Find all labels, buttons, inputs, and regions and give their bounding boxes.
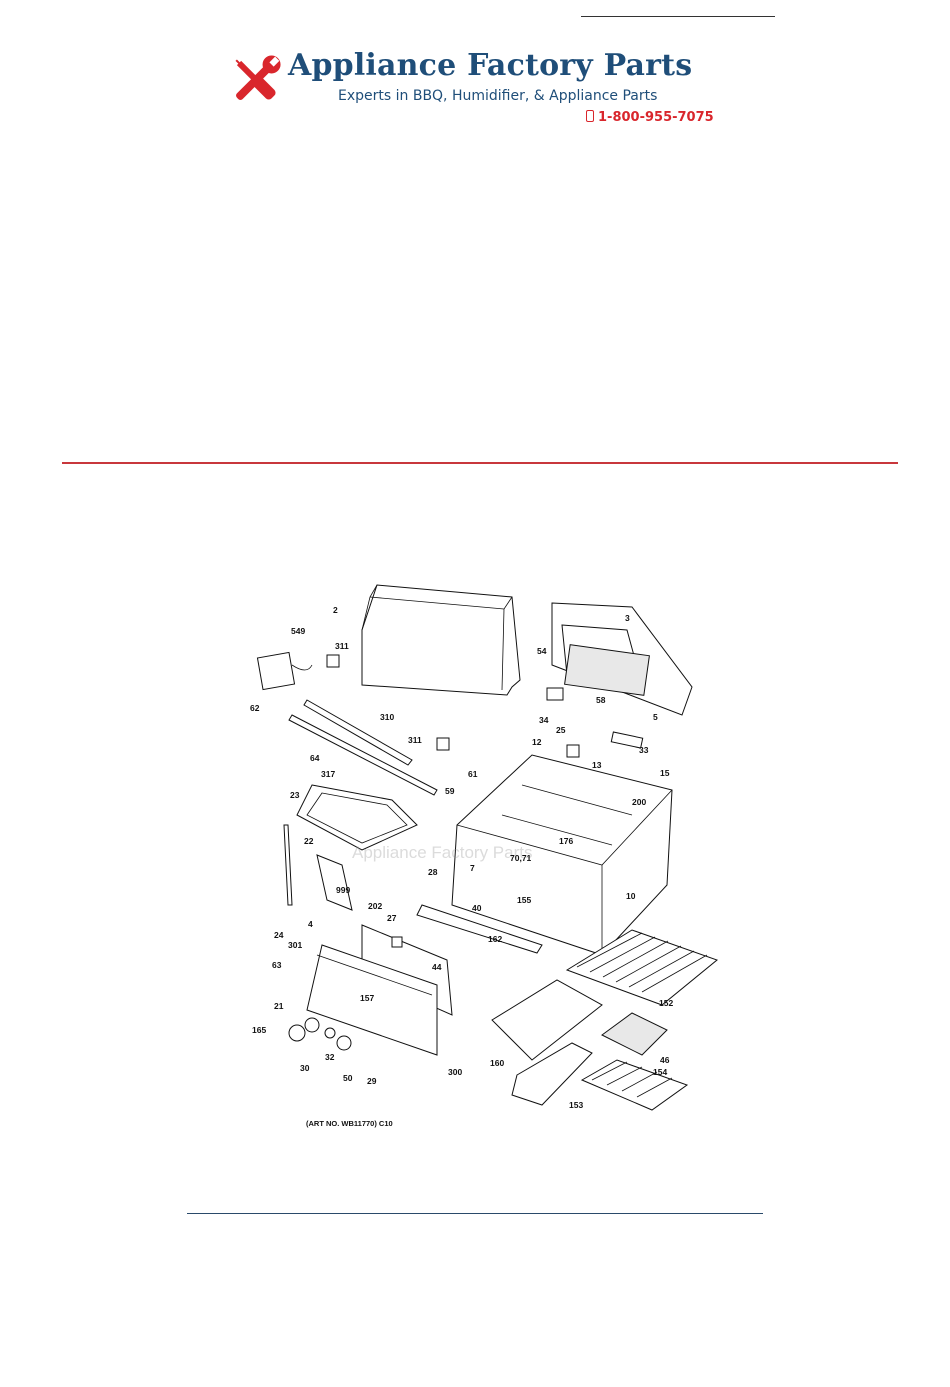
part-label: 999 xyxy=(336,885,350,895)
section-divider xyxy=(62,462,898,464)
part-label: 310 xyxy=(380,712,394,722)
part-label: 300 xyxy=(448,1067,462,1077)
cooking-grate-part xyxy=(565,929,719,1006)
part-label: 23 xyxy=(290,790,300,800)
logo[interactable]: Appliance Factory Parts Experts in BBQ, … xyxy=(226,44,736,134)
drip-pan-part xyxy=(296,784,418,851)
part-label: 30 xyxy=(300,1063,310,1073)
exploded-parts-diagram: Appliance Factory Parts 2 3 549 311 54 5… xyxy=(212,575,734,1135)
bracket-part xyxy=(326,654,340,668)
burner-tube-part xyxy=(416,904,543,954)
part-label: 160 xyxy=(490,1058,504,1068)
briquettes-part xyxy=(601,1012,668,1056)
part-label: 27 xyxy=(387,913,397,923)
heat-shield-part xyxy=(491,979,603,1061)
igniter-rod-part xyxy=(283,824,293,906)
part-label: 40 xyxy=(472,903,482,913)
phone-text: 1-800-955-7075 xyxy=(598,110,714,125)
part-label: 549 xyxy=(291,626,305,636)
tagline: Experts in BBQ, Humidifier, & Appliance … xyxy=(338,88,658,104)
part-label: 28 xyxy=(428,867,438,877)
rotisserie-motor-part xyxy=(256,651,313,691)
part-label: 33 xyxy=(639,745,649,755)
wrench-screwdriver-icon xyxy=(235,55,281,100)
part-label: 154 xyxy=(653,1067,667,1077)
part-label: 153 xyxy=(569,1100,583,1110)
grill-parts-illustration: Appliance Factory Parts 2 3 549 311 54 5… xyxy=(250,584,719,1128)
switch-part xyxy=(566,744,580,758)
part-label: 4 xyxy=(308,919,313,929)
part-label: 7 xyxy=(470,863,475,873)
warming-rack-part xyxy=(580,1059,689,1111)
lid-frame-part xyxy=(551,602,693,716)
part-label: 3 xyxy=(625,613,630,623)
watermark: Appliance Factory Parts xyxy=(352,843,532,862)
control-panel-part xyxy=(306,924,453,1056)
part-label: 311 xyxy=(335,641,349,651)
part-label: 155 xyxy=(517,895,531,905)
part-label: 5 xyxy=(653,712,658,722)
part-label: 70,71 xyxy=(510,853,532,863)
hood-part xyxy=(361,584,521,696)
part-label: 44 xyxy=(432,962,442,972)
valve-part xyxy=(546,687,564,701)
part-label: 12 xyxy=(532,737,542,747)
part-label: 32 xyxy=(325,1052,335,1062)
part-label: 58 xyxy=(596,695,606,705)
art-number: (ART NO. WB11770) C10 xyxy=(306,1119,393,1128)
part-label: 202 xyxy=(368,901,382,911)
part-label: 311 xyxy=(408,735,422,745)
part-label: 317 xyxy=(321,769,335,779)
part-label: 54 xyxy=(537,646,547,656)
part-label: 157 xyxy=(360,993,374,1003)
control-knobs-part xyxy=(288,1017,352,1051)
top-rule xyxy=(581,16,775,17)
mobile-phone-icon xyxy=(586,110,594,122)
brand-name: Appliance Factory Parts xyxy=(288,48,693,83)
part-label: 2 xyxy=(333,605,338,615)
part-label: 162 xyxy=(488,934,502,944)
part-label: 61 xyxy=(468,769,478,779)
part-label: 15 xyxy=(660,768,670,778)
owner-manual-part xyxy=(316,854,353,911)
part-label: 165 xyxy=(252,1025,266,1035)
bracket-part-2 xyxy=(436,737,450,751)
part-label: 21 xyxy=(274,1001,284,1011)
phone-number[interactable]: 1-800-955-7075 xyxy=(586,108,714,128)
part-label: 10 xyxy=(626,891,636,901)
part-label: 200 xyxy=(632,797,646,807)
part-label: 22 xyxy=(304,836,314,846)
part-label: 29 xyxy=(367,1076,377,1086)
firebox-part xyxy=(451,754,673,956)
part-label: 176 xyxy=(559,836,573,846)
spit-rod-part xyxy=(288,699,438,796)
part-label: 301 xyxy=(288,940,302,950)
part-labels: 2 3 549 311 54 58 5 34 62 310 311 25 12 … xyxy=(250,605,673,1110)
footer-divider xyxy=(187,1213,763,1214)
part-label: 25 xyxy=(556,725,566,735)
part-label: 63 xyxy=(272,960,282,970)
part-label: 50 xyxy=(343,1073,353,1083)
part-label: 34 xyxy=(539,715,549,725)
part-label: 59 xyxy=(445,786,455,796)
burner-part xyxy=(511,1042,593,1106)
fitting-part xyxy=(391,936,403,948)
part-label: 152 xyxy=(659,998,673,1008)
part-label: 46 xyxy=(660,1055,670,1065)
bar-part xyxy=(610,731,644,749)
part-label: 64 xyxy=(310,753,320,763)
part-label: 24 xyxy=(274,930,284,940)
part-label: 13 xyxy=(592,760,602,770)
part-label: 62 xyxy=(250,703,260,713)
